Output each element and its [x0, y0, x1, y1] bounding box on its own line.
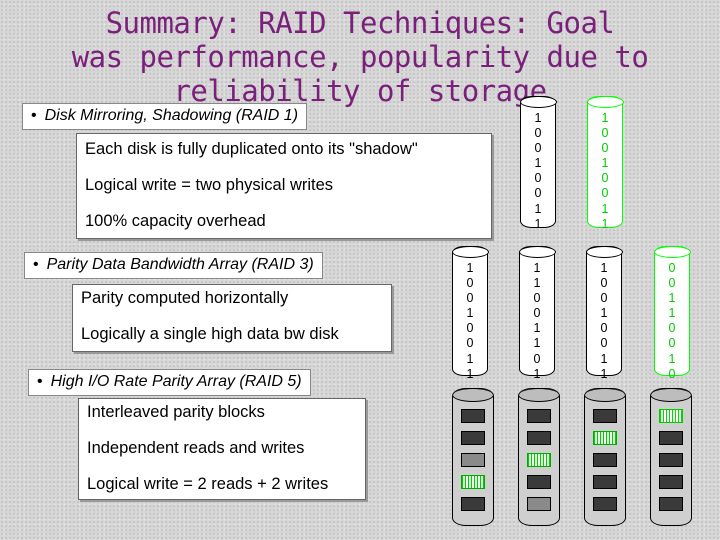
raid5-disk-1 [452, 388, 494, 526]
raid1-heading: • Disk Mirroring, Shadowing (RAID 1) [22, 103, 308, 130]
bullet-dot: • [31, 107, 37, 124]
data-block [659, 475, 683, 489]
raid3-line-2: Logically a single high data bw disk [81, 325, 339, 343]
raid1-line-2: Logical write = two physical writes [85, 176, 334, 194]
parity-block [527, 453, 551, 467]
raid5-description-box: Interleaved parity blocks Independent re… [78, 398, 366, 500]
raid5-disk-4 [650, 388, 692, 526]
data-block [659, 497, 683, 511]
data-block [461, 497, 485, 511]
raid1-description-box: Each disk is fully duplicated onto its "… [76, 133, 492, 239]
raid5-disk-2 [518, 388, 560, 526]
raid5-heading: • High I/O Rate Parity Array (RAID 5) [28, 369, 311, 396]
data-block [593, 453, 617, 467]
data-block [593, 409, 617, 423]
data-block [461, 409, 485, 423]
raid5-line-1: Interleaved parity blocks [87, 403, 265, 421]
data-block [461, 453, 485, 467]
raid1-heading-text: Disk Mirroring, Shadowing (RAID 1) [44, 107, 299, 124]
raid5-line-2: Independent reads and writes [87, 439, 305, 457]
data-block [593, 497, 617, 511]
data-block [593, 475, 617, 489]
title-line-1: Summary: RAID Techniques: Goal [105, 6, 615, 40]
raid5-line-3: Logical write = 2 reads + 2 writes [87, 475, 329, 493]
data-block [527, 431, 551, 445]
raid5-disk-3 [584, 388, 626, 526]
data-block [527, 475, 551, 489]
bullet-dot: • [37, 373, 43, 390]
slide-title: Summary: RAID Techniques: Goal was perfo… [60, 6, 660, 108]
parity-block [461, 475, 485, 489]
title-line-3: reliability of storage [173, 74, 547, 108]
raid3-heading-text: Parity Data Bandwidth Array (RAID 3) [46, 256, 314, 273]
raid1-line-1: Each disk is fully duplicated onto its "… [85, 140, 418, 158]
data-block [461, 431, 485, 445]
raid3-description-box: Parity computed horizontally Logically a… [72, 284, 392, 352]
raid1-line-3: 100% capacity overhead [85, 212, 266, 230]
data-block [659, 453, 683, 467]
raid3-heading: • Parity Data Bandwidth Array (RAID 3) [24, 252, 323, 279]
data-block [659, 431, 683, 445]
bullet-dot: • [33, 256, 39, 273]
data-block [527, 497, 551, 511]
title-line-2: was performance, popularity due to [71, 40, 649, 74]
raid5-heading-text: High I/O Rate Parity Array (RAID 5) [50, 373, 302, 390]
parity-block [593, 431, 617, 445]
data-block [527, 409, 551, 423]
parity-block [659, 409, 683, 423]
raid3-line-1: Parity computed horizontally [81, 289, 289, 307]
